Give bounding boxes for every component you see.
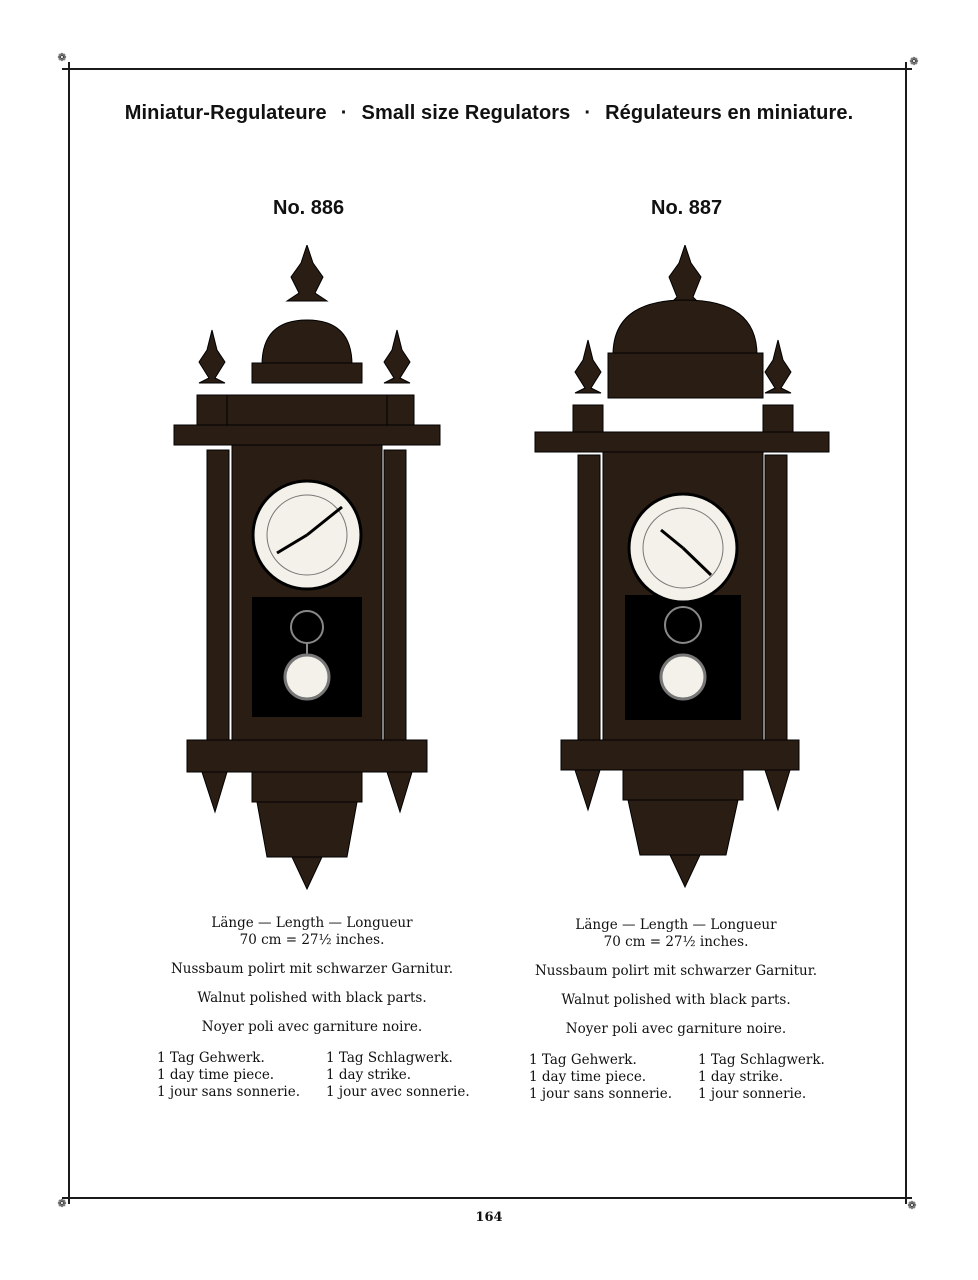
movement-column-right: 1 Tag Schlagwerk. 1 day strike. 1 jour s… bbox=[698, 1052, 825, 1103]
movement-line: 1 day strike. bbox=[326, 1067, 412, 1083]
movement-column-left: 1 Tag Gehwerk. 1 day time piece. 1 jour … bbox=[157, 1050, 300, 1101]
corner-ornament-icon: ❁ bbox=[57, 51, 67, 64]
clock-illustration-886 bbox=[173, 245, 441, 891]
frame-top-line bbox=[62, 68, 912, 70]
movement-column-right: 1 Tag Schlagwerk. 1 day strike. 1 jour a… bbox=[326, 1050, 470, 1101]
product-description-887: Länge — Length — Longueur 70 cm = 27½ in… bbox=[491, 917, 861, 1038]
movement-line: 1 jour sans sonnerie. bbox=[157, 1084, 301, 1100]
movement-line: 1 jour sonnerie. bbox=[698, 1086, 807, 1102]
length-value: 70 cm = 27½ inches. bbox=[603, 934, 749, 950]
page-number: 164 bbox=[475, 1210, 503, 1225]
title-separator: · bbox=[340, 102, 348, 124]
finish-french: Noyer poli avec garniture noire. bbox=[565, 1021, 787, 1037]
finish-german: Nussbaum polirt mit schwarzer Garnitur. bbox=[534, 963, 818, 979]
corner-ornament-icon: ❁ bbox=[907, 1199, 917, 1212]
length-label: Länge — Length — Longueur bbox=[211, 915, 413, 931]
page-title: Miniatur-Regulateure · Small size Regulato… bbox=[0, 102, 978, 125]
frame-bottom-line bbox=[62, 1197, 912, 1199]
title-separator: · bbox=[584, 102, 592, 124]
movement-line: 1 jour sans sonnerie. bbox=[529, 1086, 673, 1102]
finish-german: Nussbaum polirt mit schwarzer Garnitur. bbox=[170, 961, 454, 977]
movement-specs-886: 1 Tag Gehwerk. 1 day time piece. 1 jour … bbox=[157, 1050, 470, 1101]
title-french: Régulateurs en miniature. bbox=[605, 102, 854, 124]
movement-line: 1 Tag Gehwerk. bbox=[157, 1050, 265, 1066]
movement-column-left: 1 Tag Gehwerk. 1 day time piece. 1 jour … bbox=[529, 1052, 672, 1103]
frame-left-line bbox=[68, 62, 70, 1204]
title-english: Small size Regulators bbox=[361, 102, 571, 124]
movement-line: 1 Tag Gehwerk. bbox=[529, 1052, 637, 1068]
movement-line: 1 day strike. bbox=[698, 1069, 784, 1085]
length-value: 70 cm = 27½ inches. bbox=[239, 932, 385, 948]
finish-english: Walnut polished with black parts. bbox=[197, 990, 427, 1006]
movement-line: 1 jour avec sonnerie. bbox=[326, 1084, 470, 1100]
finish-french: Noyer poli avec garniture noire. bbox=[201, 1019, 423, 1035]
corner-ornament-icon: ❁ bbox=[57, 1197, 67, 1210]
product-description-886: Länge — Length — Longueur 70 cm = 27½ in… bbox=[127, 915, 497, 1036]
clock-illustration-887 bbox=[534, 245, 830, 889]
movement-line: 1 day time piece. bbox=[157, 1067, 275, 1083]
movement-line: 1 Tag Schlagwerk. bbox=[326, 1050, 453, 1066]
frame-right-line bbox=[905, 62, 907, 1204]
movement-line: 1 day time piece. bbox=[529, 1069, 647, 1085]
length-label: Länge — Length — Longueur bbox=[575, 917, 777, 933]
title-german: Miniatur-Regulateure bbox=[124, 102, 327, 124]
model-number-887: No. 887 bbox=[651, 197, 723, 219]
finish-english: Walnut polished with black parts. bbox=[561, 992, 791, 1008]
movement-line: 1 Tag Schlagwerk. bbox=[698, 1052, 825, 1068]
model-number-886: No. 886 bbox=[273, 197, 345, 219]
corner-ornament-icon: ❁ bbox=[909, 55, 919, 68]
movement-specs-887: 1 Tag Gehwerk. 1 day time piece. 1 jour … bbox=[529, 1052, 825, 1103]
